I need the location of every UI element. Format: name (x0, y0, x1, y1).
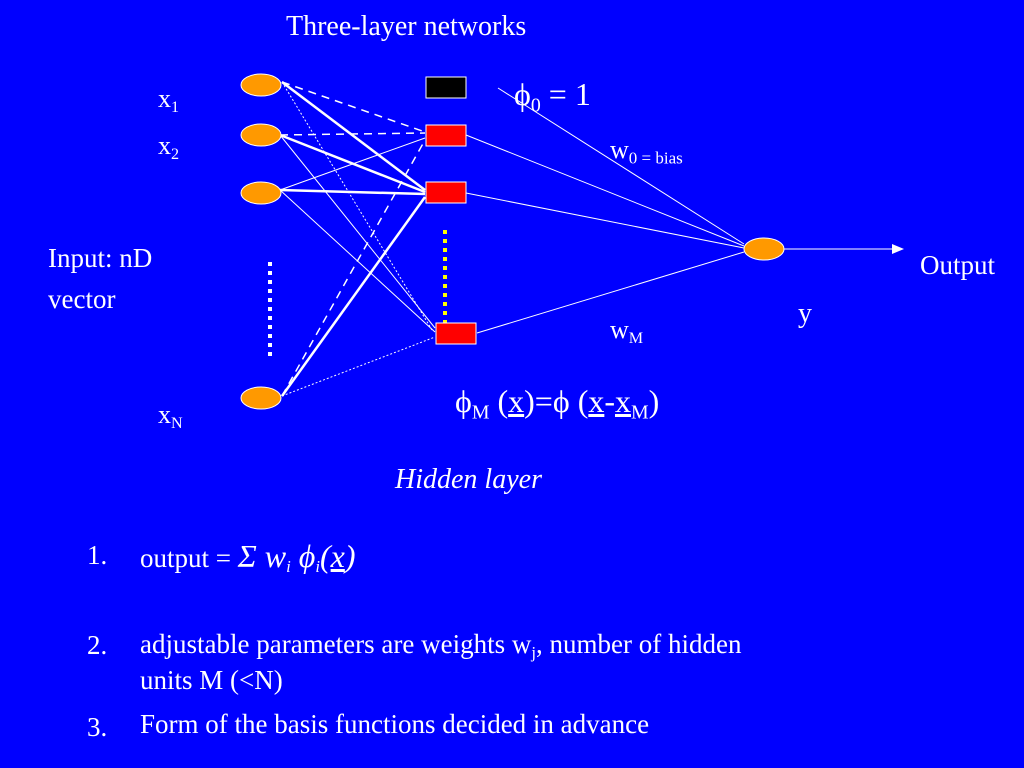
basis-function-formula: ϕM (x)=ϕ (x-xM) (455, 383, 660, 424)
connection (465, 192, 745, 249)
hidden-unit-2 (425, 181, 467, 204)
hidden-unit-1 (425, 124, 467, 147)
input-nodes (240, 73, 282, 410)
input-node-xN (240, 386, 282, 410)
bias-unit (425, 76, 467, 99)
input-node-x2 (240, 123, 282, 147)
weight-M-label: wM (610, 315, 644, 348)
input-label: Input: nD vector (48, 243, 153, 314)
connection (280, 196, 427, 397)
hidden-nodes (425, 76, 477, 345)
connection (465, 134, 745, 247)
list-item-1-number: 1. (87, 540, 108, 570)
output-label: Output (920, 250, 996, 280)
connection (281, 336, 436, 397)
connection (281, 139, 426, 397)
input-node-x3 (240, 181, 282, 205)
list-item-2-number: 2. (87, 630, 108, 660)
y-label: y (798, 298, 812, 329)
bias-weight-label: w0 = bias (610, 135, 683, 168)
input-node-x1 (240, 73, 282, 97)
connection (476, 251, 745, 334)
hidden-layer-label: Hidden layer (395, 464, 542, 495)
connection (279, 134, 436, 329)
connection (279, 188, 426, 196)
list-item-2-text: adjustable parameters are weights wj, nu… (140, 629, 742, 695)
label-xN: xN (158, 400, 183, 433)
slide-title: Three-layer networks (286, 11, 527, 42)
input-hidden-connections (279, 81, 436, 397)
hidden-output-connections (465, 87, 745, 334)
list-item-1-text: output = Σ wi ϕi(x) (140, 538, 356, 577)
label-x2: x2 (158, 131, 180, 164)
label-x1: x1 (158, 84, 180, 117)
connection (497, 87, 745, 245)
list-item-3-number: 3. (87, 712, 108, 742)
hidden-unit-M (435, 322, 477, 345)
connection (279, 137, 426, 191)
connection (279, 132, 426, 136)
bias-phi-label: ϕ0 = 1 (514, 76, 591, 117)
list-item-3-text: Form of the basis functions decided in a… (140, 709, 650, 739)
output-node (743, 237, 785, 261)
connection (281, 81, 426, 133)
output-arrow (784, 244, 904, 254)
connection (281, 81, 426, 191)
connection (281, 81, 433, 331)
